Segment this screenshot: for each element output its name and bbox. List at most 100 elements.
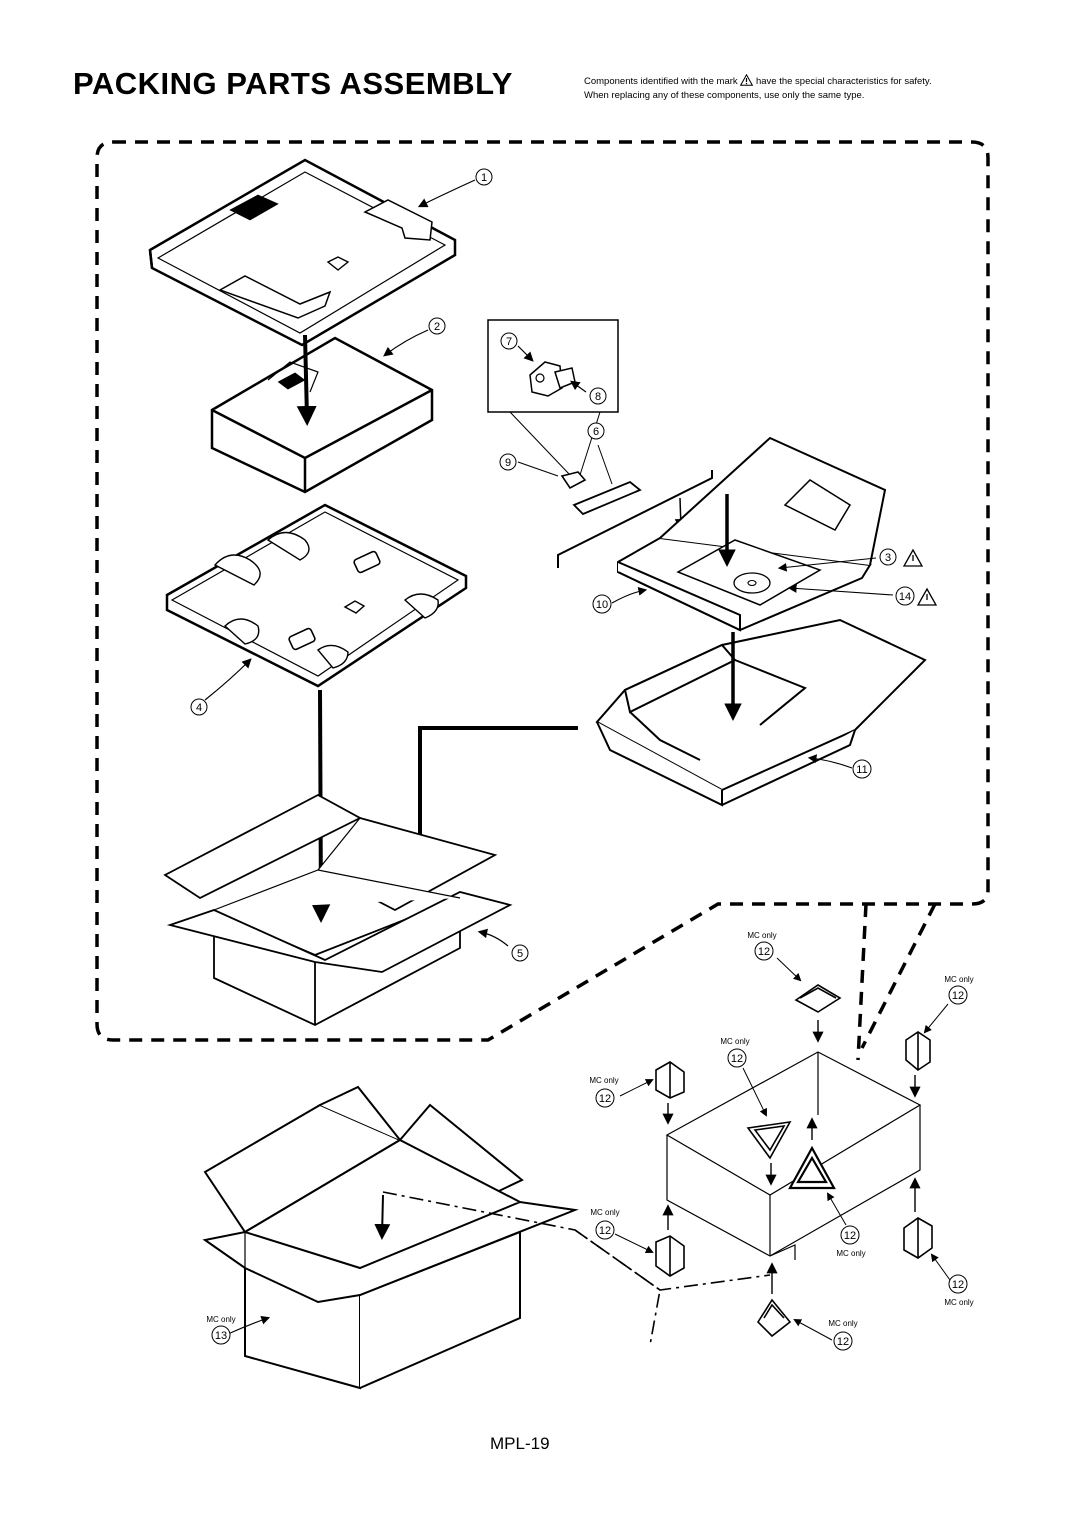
leader-part11 — [807, 754, 853, 769]
bottom-tray-part4 — [165, 503, 468, 688]
chain-line-lower — [574, 1229, 661, 1346]
callout-12-center-left: MC only 12 — [720, 1037, 750, 1068]
corner-pad-bottom — [756, 1298, 792, 1338]
mc-only-label-13: MC only — [206, 1315, 235, 1324]
warning-triangle-icon — [740, 74, 754, 86]
svg-text:12: 12 — [844, 1230, 856, 1242]
svg-text:13: 13 — [215, 1330, 227, 1342]
callout-12-right-top: MC only 12 — [944, 975, 974, 1005]
callout-2: 2 — [428, 317, 446, 335]
leader-part5 — [477, 928, 509, 947]
callout-3: 3 — [879, 548, 897, 566]
inner-carton-part5 — [163, 793, 513, 1027]
leader-part1 — [417, 179, 476, 208]
svg-text:12: 12 — [731, 1053, 743, 1065]
svg-text:MC only: MC only — [828, 1319, 857, 1328]
svg-text:8: 8 — [595, 391, 601, 403]
callout-7: 7 — [500, 332, 518, 350]
svg-text:12: 12 — [758, 946, 770, 958]
corner-pad-center-right — [788, 1145, 836, 1190]
cushion-block-part2 — [210, 336, 434, 494]
dashed-enclosure — [95, 140, 990, 1042]
corner-pad-top — [794, 984, 842, 1013]
top-pad-part1 — [148, 158, 457, 347]
leader-part6 — [597, 444, 613, 485]
callout-10: 10 — [592, 594, 612, 614]
leader-part9 — [517, 461, 559, 477]
leader-pad-right-bottom — [930, 1253, 951, 1281]
svg-text:6: 6 — [593, 426, 599, 438]
callout-8: 8 — [589, 387, 607, 405]
svg-text:2: 2 — [434, 321, 440, 333]
leader-pad-center-right — [826, 1192, 847, 1226]
chain-line — [382, 1191, 771, 1291]
svg-text:MC only: MC only — [720, 1037, 749, 1046]
page-title: PACKING PARTS ASSEMBLY — [73, 66, 513, 101]
safety-note-line1-start: Components identified with the mark — [584, 76, 738, 87]
enclosure-tail-right — [860, 903, 937, 1049]
part6-remote — [572, 480, 642, 516]
svg-text:MC only: MC only — [944, 975, 973, 984]
callout-6: 6 — [587, 422, 605, 440]
warning-triangle-icon — [916, 587, 938, 606]
svg-text:MC only: MC only — [206, 1315, 235, 1324]
callout-12-left-bottom: MC only 12 — [590, 1208, 620, 1240]
arrow-tray-to-carton — [410, 726, 578, 884]
warning-triangle-icon — [902, 548, 924, 567]
callout-12-left-top: MC only 12 — [589, 1076, 619, 1108]
outer-carton-part13 — [202, 1085, 579, 1390]
corner-pad-left-top — [655, 1061, 685, 1099]
leader-part13 — [227, 1316, 271, 1335]
safety-note-line2: When replacing any of these components, … — [584, 90, 865, 101]
svg-text:12: 12 — [952, 990, 964, 1002]
callout-12-bottom: MC only 12 — [828, 1319, 858, 1351]
cd-tray-part10 — [617, 436, 887, 632]
corner-pad-right-top — [905, 1031, 931, 1071]
arrow-part1-to-part2 — [296, 334, 317, 426]
safety-note-line1-end: have the special characteristics for saf… — [755, 76, 932, 87]
leader-pad-bottom — [793, 1319, 833, 1341]
svg-text:12: 12 — [837, 1336, 849, 1348]
svg-text:12: 12 — [599, 1225, 611, 1237]
svg-text:14: 14 — [899, 591, 911, 603]
callout-9: 9 — [499, 453, 517, 471]
leader-part2 — [383, 329, 429, 357]
svg-text:1: 1 — [481, 172, 487, 184]
svg-text:MC only: MC only — [590, 1208, 619, 1217]
svg-text:MC only: MC only — [836, 1249, 865, 1258]
callout-12-right-bottom: 12 MC only — [944, 1274, 974, 1307]
corner-pad-center-left — [746, 1120, 792, 1160]
leader-part14 — [787, 584, 894, 596]
bracket-line — [557, 470, 713, 568]
callout-1: 1 — [475, 168, 493, 186]
leader-pad-center-left — [742, 1067, 767, 1117]
part9-adapter — [560, 471, 587, 490]
open-tray-part11 — [595, 618, 927, 807]
leader-pad-left-top — [619, 1079, 654, 1097]
callout-13: 13 — [211, 1325, 231, 1345]
leader-pad-top — [776, 957, 802, 982]
leader-part7 — [517, 345, 534, 362]
leader-pad-right-top — [923, 1003, 949, 1034]
svg-text:MC only: MC only — [589, 1076, 618, 1085]
svg-text:11: 11 — [856, 764, 867, 776]
callout-12-top: MC only 12 — [747, 931, 777, 961]
enclosure-tail-left — [856, 903, 868, 1061]
svg-text:MC only: MC only — [747, 931, 776, 940]
corner-pad-right-bottom — [903, 1217, 933, 1259]
arrow-into-outer-carton — [374, 1194, 391, 1240]
callout-12-center-right: 12 MC only — [836, 1225, 866, 1258]
svg-text:4: 4 — [196, 702, 202, 714]
safety-note: Components identified with the mark have… — [584, 74, 1034, 103]
corner-pad-left-bottom — [655, 1235, 685, 1277]
svg-text:3: 3 — [885, 552, 891, 564]
leader-part8 — [570, 380, 587, 393]
leader-pad-left-bottom — [614, 1233, 654, 1253]
callout-4: 4 — [190, 698, 208, 716]
callout-5: 5 — [511, 944, 529, 962]
leader-part10 — [611, 586, 648, 604]
leader-part4 — [204, 658, 252, 701]
svg-text:5: 5 — [517, 948, 523, 960]
packed-box-outline — [665, 1051, 922, 1260]
